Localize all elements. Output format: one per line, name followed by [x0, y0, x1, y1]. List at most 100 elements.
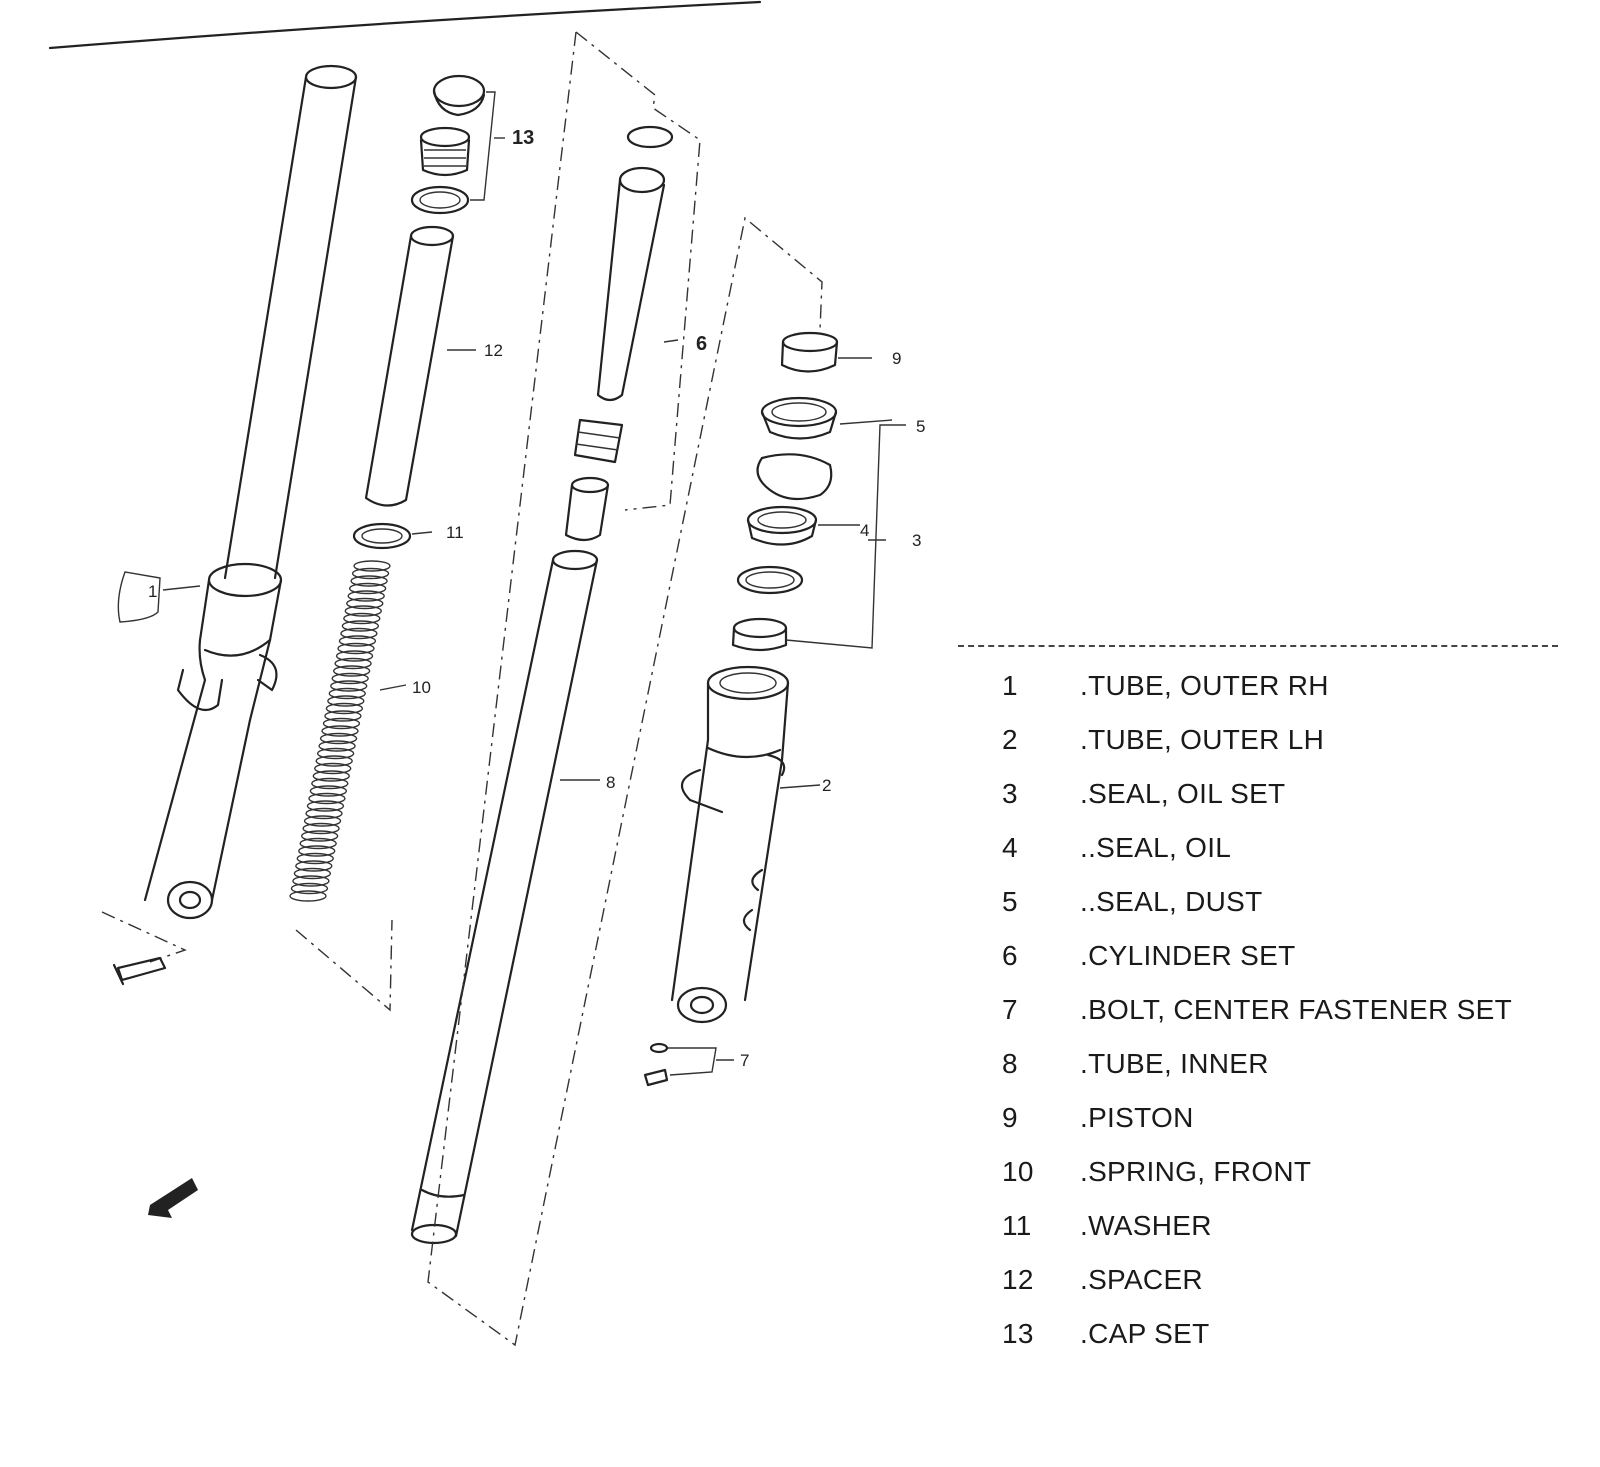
spring-coil	[338, 635, 377, 647]
spring-coil	[289, 890, 327, 902]
spring-coil	[308, 792, 346, 805]
spring-coil	[344, 605, 382, 617]
inner-tube	[410, 549, 599, 1245]
part-number: 8	[1002, 1048, 1018, 1079]
spring-coil	[305, 807, 343, 820]
callout-9: 9	[892, 349, 901, 368]
spring-coil	[353, 560, 391, 572]
part-number: 4	[1002, 832, 1018, 863]
part-description: .BOLT, CENTER FASTENER SET	[1080, 994, 1513, 1025]
part-number: 13	[1002, 1318, 1034, 1349]
spacer	[364, 225, 455, 507]
part-number: 10	[1002, 1156, 1034, 1187]
part-number: 2	[1002, 724, 1018, 755]
bolt-right	[643, 1042, 669, 1087]
spring-coil	[351, 567, 390, 580]
part-number: 5	[1002, 886, 1018, 917]
callout-5: 5	[916, 417, 925, 436]
spring-coil	[296, 852, 334, 865]
callout-4: 4	[860, 521, 869, 540]
part-number: 9	[1002, 1102, 1018, 1133]
part-description: .SPRING, FRONT	[1080, 1156, 1312, 1187]
spring-coil	[311, 777, 349, 790]
front-arrow-icon	[148, 1178, 198, 1218]
spring-coil	[306, 800, 345, 812]
spring-coil	[292, 875, 330, 887]
spring-coil	[350, 575, 388, 587]
part-description: ..SEAL, OIL	[1080, 832, 1232, 863]
callout-13: 13	[512, 127, 534, 149]
part-number: 6	[1002, 940, 1018, 971]
assembly-boundary	[427, 31, 823, 1347]
cap-set	[410, 74, 496, 215]
callout-8: 8	[606, 773, 615, 792]
spring-coil	[315, 755, 353, 767]
spring-coil	[325, 702, 364, 715]
spring-coil	[347, 590, 385, 602]
spring-coil	[335, 650, 374, 662]
spring-coil	[295, 860, 333, 872]
leader-lines	[162, 137, 906, 1076]
spring-coil	[330, 680, 368, 692]
spring-coil	[337, 642, 375, 655]
spring-coil	[341, 620, 380, 632]
part-description: .PISTON	[1080, 1102, 1194, 1133]
outer-tube-lh	[670, 665, 790, 1024]
spring-coil	[321, 725, 359, 737]
part-description: .SEAL, OIL SET	[1080, 778, 1286, 809]
spring	[289, 560, 391, 902]
part-description: ..SEAL, DUST	[1080, 886, 1263, 917]
callout-1: 1	[148, 582, 157, 601]
callout-7: 7	[740, 1051, 749, 1070]
callout-10: 10	[412, 678, 431, 697]
callout-3: 3	[912, 531, 921, 550]
spring-coil	[312, 770, 350, 782]
parts-list-divider	[958, 645, 1558, 647]
spring-coil	[298, 845, 336, 857]
spring-coil	[319, 732, 358, 745]
spring-coil	[299, 837, 337, 850]
callout-2: 2	[822, 776, 831, 795]
spring-coil	[290, 882, 329, 895]
cylinder-set	[564, 125, 674, 542]
spring-coil	[343, 612, 381, 625]
part-description: .WASHER	[1080, 1210, 1212, 1241]
part-number: 7	[1002, 994, 1018, 1025]
spring-coil	[316, 747, 355, 760]
callout-6: 6	[696, 333, 707, 355]
part-description: .CYLINDER SET	[1080, 940, 1296, 971]
part-number: 3	[1002, 778, 1018, 809]
part-description: .SPACER	[1080, 1264, 1203, 1295]
part-number: 11	[1002, 1210, 1032, 1241]
spring-coil	[303, 815, 342, 827]
washer	[352, 522, 412, 550]
bolt-left	[101, 911, 187, 986]
outer-tube-rh	[117, 64, 358, 920]
top-border-line	[48, 0, 762, 50]
piston	[780, 331, 839, 373]
spring-coil	[322, 717, 361, 730]
spring-coil	[334, 657, 372, 670]
spring-coil	[300, 830, 339, 842]
spring-coil	[340, 627, 378, 640]
oil-seal-set	[731, 453, 833, 652]
spring-coil	[328, 687, 366, 700]
part-number: 1	[1002, 670, 1018, 701]
spring-coil	[302, 822, 340, 835]
spring-coil	[331, 672, 369, 685]
callout-11: 11	[446, 523, 464, 542]
spring-coil	[318, 740, 356, 752]
spring-coil	[324, 710, 362, 722]
part-description: .TUBE, OUTER RH	[1080, 670, 1329, 701]
callout-12: 12	[484, 341, 503, 360]
spring-coil	[346, 597, 384, 610]
spring-coil	[348, 582, 387, 595]
part-description: .CAP SET	[1080, 1318, 1210, 1349]
part-description: .TUBE, INNER	[1080, 1048, 1269, 1079]
spring-coil	[309, 785, 348, 797]
spring-coil	[293, 867, 332, 880]
dust-seal	[760, 396, 838, 440]
part-number: 12	[1002, 1264, 1034, 1295]
spring-coil	[314, 762, 352, 775]
